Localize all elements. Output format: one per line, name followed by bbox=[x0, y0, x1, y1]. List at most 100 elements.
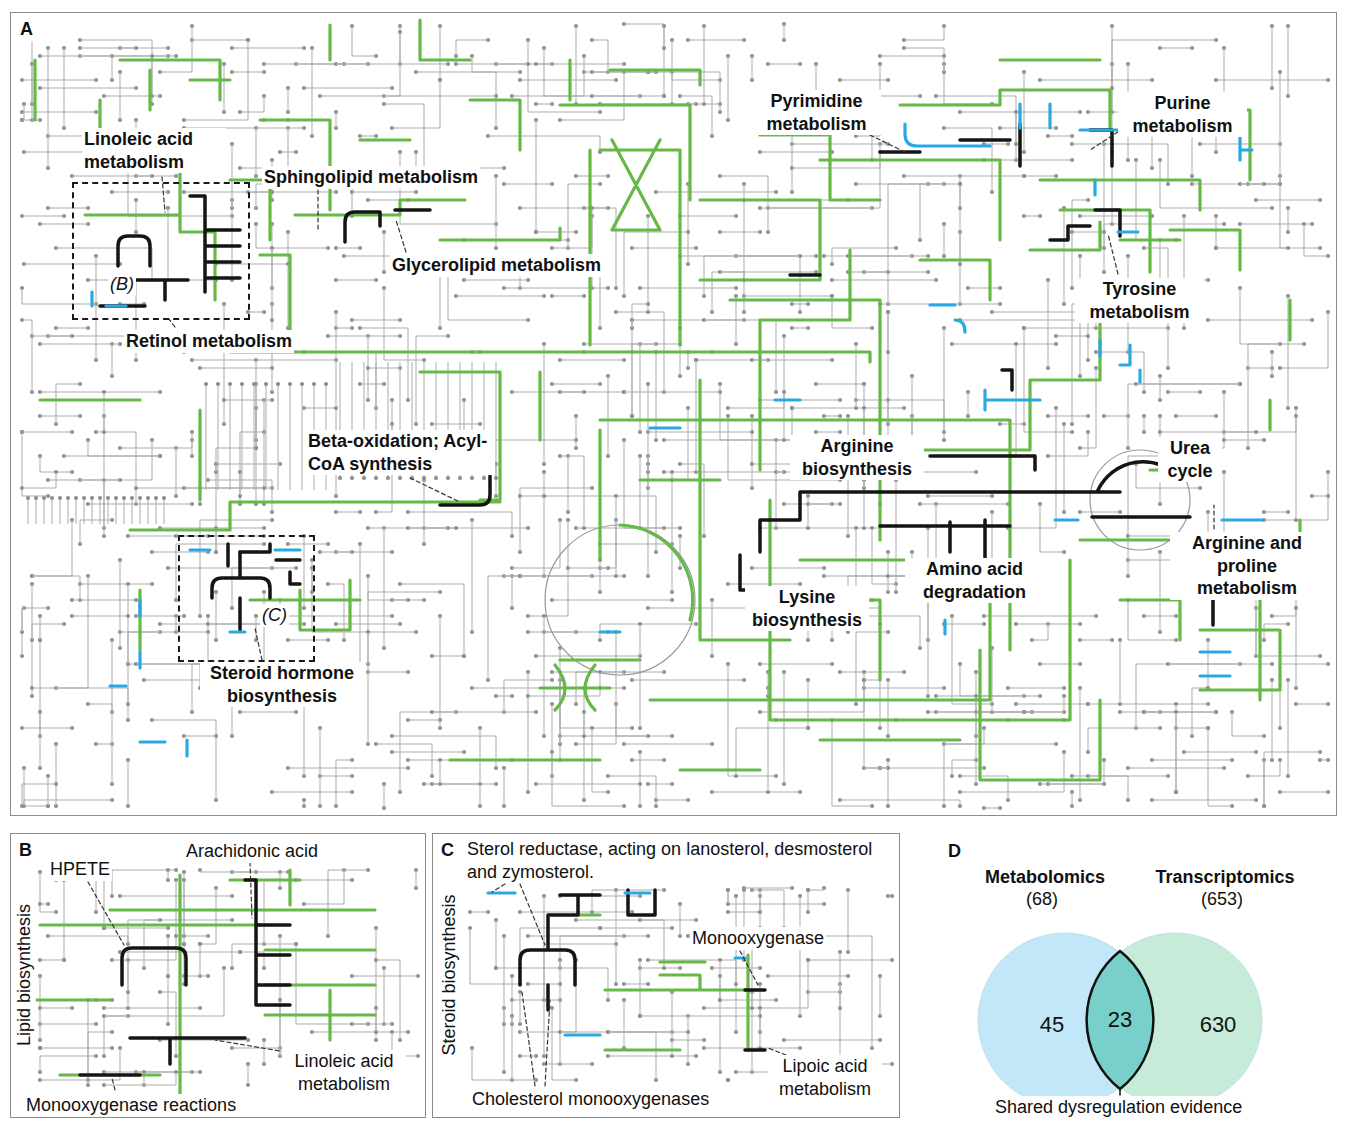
grey-reaction bbox=[440, 616, 441, 728]
grey-reaction bbox=[976, 696, 977, 784]
grey-reaction bbox=[944, 744, 1056, 806]
grey-reaction bbox=[48, 480, 120, 481]
grey-reaction bbox=[704, 26, 705, 104]
grey-reaction bbox=[22, 112, 96, 113]
grey-reaction bbox=[760, 672, 864, 712]
grey-reaction bbox=[888, 312, 889, 352]
grey-reaction bbox=[240, 96, 264, 112]
grey-reaction bbox=[504, 184, 552, 185]
grey-reaction bbox=[848, 256, 928, 257]
grey-reaction bbox=[360, 136, 376, 137]
grey-reaction bbox=[1048, 280, 1049, 368]
grey-reaction bbox=[512, 392, 624, 393]
grey-reaction bbox=[272, 248, 273, 320]
grey-reaction bbox=[280, 600, 392, 616]
grey-reaction bbox=[496, 176, 497, 248]
grey-reaction bbox=[720, 176, 768, 232]
grey-reaction bbox=[648, 784, 672, 785]
grey-reaction bbox=[456, 296, 544, 297]
grey-reaction bbox=[696, 360, 697, 472]
grey-reaction bbox=[1024, 696, 1064, 712]
grey-reaction bbox=[1080, 216, 1152, 217]
grey-reaction bbox=[512, 520, 560, 568]
grey-reaction bbox=[1312, 496, 1328, 497]
grey-reaction bbox=[1152, 800, 1256, 801]
grey-reaction bbox=[576, 528, 664, 529]
grey-reaction bbox=[736, 256, 800, 312]
grey-reaction bbox=[808, 496, 809, 528]
grey-reaction bbox=[352, 26, 376, 56]
grey-reaction bbox=[968, 288, 1000, 289]
grey-reaction bbox=[128, 584, 129, 704]
grey-reaction bbox=[1040, 784, 1104, 785]
grey-reaction bbox=[688, 184, 689, 264]
grey-reaction bbox=[1192, 184, 1280, 185]
grey-reaction bbox=[944, 64, 992, 104]
grey-reaction bbox=[1160, 552, 1161, 632]
grey-reaction bbox=[1280, 792, 1328, 793]
grey-reaction bbox=[40, 392, 160, 393]
grey-reaction bbox=[1088, 704, 1208, 705]
grey-reaction bbox=[224, 304, 225, 424]
grey-reaction bbox=[608, 376, 609, 456]
grey-reaction bbox=[480, 728, 481, 806]
grey-reaction bbox=[400, 584, 464, 656]
grey-reaction bbox=[120, 432, 192, 448]
grey-reaction bbox=[56, 328, 88, 329]
grey-reaction bbox=[624, 744, 712, 745]
grey-reaction bbox=[568, 456, 569, 512]
grey-reaction bbox=[288, 88, 289, 112]
grey-reaction bbox=[160, 528, 264, 529]
grey-reaction bbox=[904, 176, 1024, 177]
grey-reaction bbox=[920, 184, 960, 240]
grey-reaction bbox=[1240, 184, 1264, 185]
grey-reaction bbox=[128, 632, 160, 664]
grey-reaction bbox=[528, 672, 529, 792]
grey-reaction bbox=[56, 384, 80, 424]
grey-reaction bbox=[288, 640, 328, 641]
grey-reaction bbox=[1288, 208, 1289, 232]
grey-reaction bbox=[232, 144, 233, 208]
grey-reaction bbox=[1280, 664, 1328, 728]
grey-reaction bbox=[600, 272, 601, 328]
grey-reaction bbox=[1288, 296, 1289, 408]
grey-reaction bbox=[48, 208, 88, 209]
grey-reaction bbox=[408, 528, 448, 529]
grey-reaction bbox=[840, 672, 904, 673]
grey-reaction bbox=[80, 40, 152, 104]
grey-reaction bbox=[504, 288, 608, 289]
grey-reaction bbox=[520, 496, 544, 497]
grey-reaction bbox=[240, 712, 296, 713]
grey-reaction bbox=[40, 712, 41, 768]
grey-reaction bbox=[832, 248, 896, 264]
grey-reaction bbox=[392, 752, 464, 753]
grey-reaction bbox=[720, 272, 744, 312]
grey-reaction bbox=[432, 424, 480, 425]
grey-reaction bbox=[120, 72, 121, 120]
grey-reaction bbox=[1040, 504, 1064, 552]
grey-reaction bbox=[768, 688, 769, 792]
grey-reaction bbox=[1216, 216, 1217, 248]
grey-reaction bbox=[72, 176, 152, 177]
grey-reaction bbox=[152, 552, 208, 553]
grey-reaction bbox=[824, 416, 840, 417]
grey-reaction bbox=[864, 688, 944, 689]
grey-reaction bbox=[632, 248, 696, 249]
grey-reaction bbox=[928, 496, 992, 497]
grey-reaction bbox=[960, 176, 961, 264]
grey-reaction bbox=[1176, 416, 1216, 417]
grey-reaction bbox=[992, 312, 1088, 336]
grey-reaction bbox=[992, 648, 993, 712]
grey-reaction bbox=[968, 392, 969, 416]
grey-reaction bbox=[792, 328, 808, 329]
grey-reaction bbox=[600, 544, 672, 545]
grey-reaction bbox=[40, 344, 120, 345]
grey-reaction bbox=[488, 136, 600, 152]
grey-reaction bbox=[520, 208, 608, 209]
grey-reaction bbox=[32, 624, 64, 696]
grey-reaction bbox=[22, 432, 48, 496]
grey-reaction bbox=[240, 432, 264, 504]
grey-reaction bbox=[1168, 664, 1272, 665]
grey-reaction bbox=[552, 384, 600, 385]
grey-reaction bbox=[80, 584, 152, 585]
